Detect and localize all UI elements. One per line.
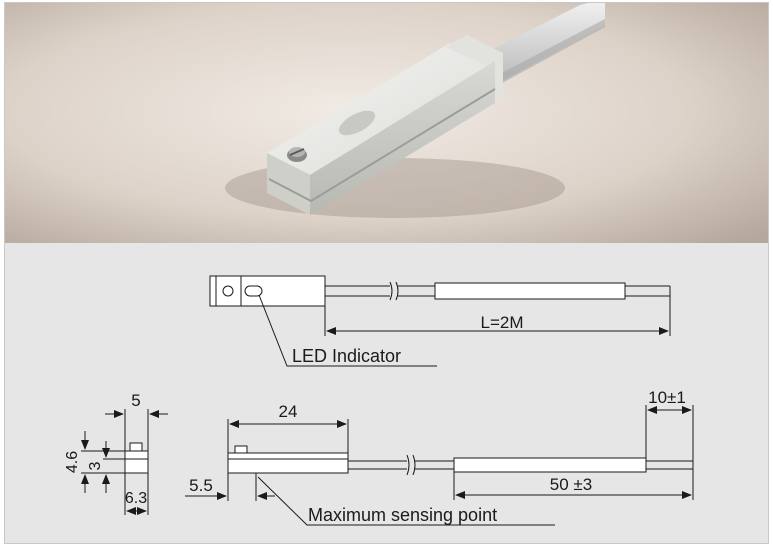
top-view: [209, 275, 671, 367]
photo-cable-shade: [490, 19, 605, 87]
dim-height-outer-label: 4.6: [64, 451, 81, 473]
dim-l-label: L=2M: [481, 313, 524, 332]
side-strip: [453, 457, 647, 473]
led-label: LED Indicator: [292, 346, 401, 366]
figure-frame: L=2M LED Indicator 5 6.3 4.6: [4, 2, 769, 544]
sensor-body-end: [267, 153, 310, 215]
end-view: [81, 409, 168, 515]
side-view: [185, 405, 694, 526]
end-body: [124, 450, 149, 474]
sensor-body-side: [310, 61, 495, 215]
dim-height-inner-label: 3: [87, 461, 104, 470]
sensor-body-top: [267, 43, 495, 175]
top-screw-hole: [222, 285, 234, 297]
sensing-leader: [257, 476, 555, 526]
photo-cable: [475, 3, 605, 85]
side-screw-bump: [234, 445, 248, 454]
sensor-groove: [268, 88, 496, 203]
sensing-point-label: Maximum sensing point: [308, 505, 497, 525]
screw-slot: [289, 148, 305, 156]
sensor-photo: [5, 3, 768, 243]
led-window: [338, 110, 376, 136]
end-screw-bump: [129, 442, 143, 452]
dimension-drawing: L=2M LED Indicator 5 6.3 4.6: [5, 243, 768, 543]
side-body: [227, 452, 349, 474]
dim-tip-length-label: 10±1: [648, 388, 686, 407]
top-strip: [434, 282, 626, 300]
led-leader: [258, 294, 437, 367]
dim-base-width-label: 6.3: [125, 490, 147, 507]
top-led-slot: [244, 285, 263, 297]
dim-body-length-label: 24: [279, 402, 298, 421]
dim-strip-length-label: 50 ±3: [550, 475, 592, 494]
dim-width-label: 5: [131, 391, 140, 410]
dim-offset-label: 5.5: [189, 476, 213, 495]
